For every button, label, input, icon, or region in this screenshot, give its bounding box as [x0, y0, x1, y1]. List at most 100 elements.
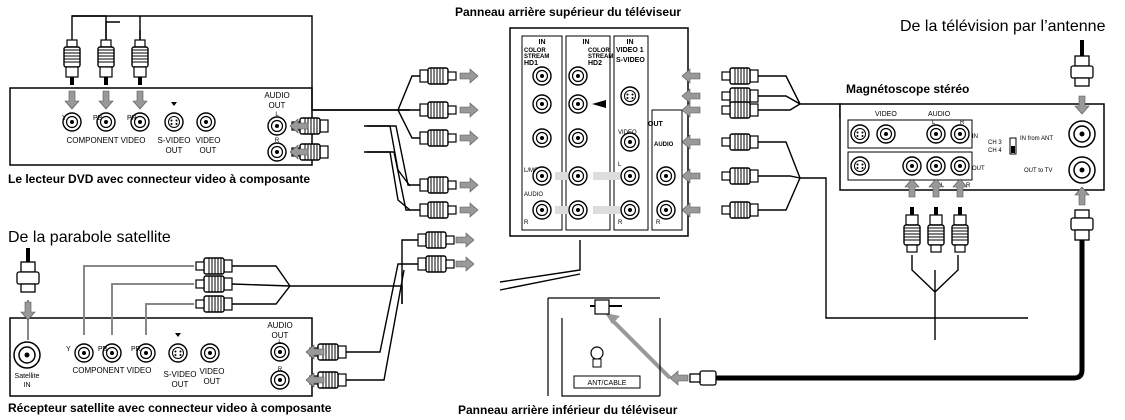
dvd-pr-label: PR [127, 115, 137, 122]
vcr-video-out-jack [902, 156, 922, 176]
sat-video-jack [200, 343, 220, 363]
tv-hd2-pb-jack [568, 94, 588, 114]
vcr-audio-label: AUDIO [928, 111, 951, 118]
tv-r3-label: R [656, 220, 661, 226]
tv-video1-l-jack [620, 166, 640, 186]
dvd-to-tv-wires [312, 75, 420, 211]
tv-out-label: OUT [648, 121, 664, 128]
tv-svideo-label: S-VIDEO [616, 57, 645, 64]
vcr-l-label: L [932, 120, 936, 126]
tv-hd2-label: HD2 [588, 60, 602, 67]
vcr-caption: Magnétoscope stéréo [846, 82, 970, 96]
sat-y-label: Y [66, 346, 71, 353]
vcr-audio-l-in-jack [926, 124, 946, 144]
dvd-player-panel: Y PB PR COMPONENT VIDEO S-VIDEO OUT VIDE… [9, 87, 313, 166]
vcr-output-cables [903, 178, 969, 340]
vcr-out-label: OUT [972, 166, 985, 172]
tv-l-label: L [618, 162, 622, 168]
tv-in1-label: IN [539, 39, 546, 46]
vcr-r-label: R [960, 120, 965, 126]
tv-color2-label: COLOR [588, 48, 610, 54]
dvd-svideo-label: S-VIDEO [158, 136, 191, 145]
dvd-svideo-out-label: OUT [166, 146, 183, 155]
vcr-svideo-in-jack [850, 124, 870, 144]
vcr-svideo-out-jack [850, 156, 870, 176]
satellite-plugs [16, 231, 475, 389]
dvd-y-label: Y [62, 115, 67, 122]
tv-r2-label: R [618, 220, 623, 226]
satellite-label: Satellite [15, 373, 40, 380]
sat-svideo-label: S-VIDEO [164, 370, 197, 379]
vcr-ch4-label: CH 4 [988, 148, 1002, 154]
satellite-in-label: IN [24, 382, 31, 389]
vcr-video-in-jack [876, 124, 896, 144]
tv-hd1-pb-jack [532, 94, 552, 114]
satellite-cables [83, 265, 194, 335]
vcr-r2-label: R [966, 183, 971, 189]
vcr-out-to-tv-label: OUT to TV [1024, 168, 1052, 174]
tv-stream1-label: STREAM [524, 54, 549, 60]
tv-svideo-jack [620, 86, 640, 106]
tv-hd1-y-jack [532, 66, 552, 86]
sat-r-label: R [278, 367, 283, 373]
satellite-caption: Récepteur satellite avec connecteur vide… [8, 401, 332, 415]
vcr-audio-r-out-jack [950, 156, 970, 176]
dvd-component-label: COMPONENT VIDEO [67, 136, 146, 145]
tv-bottom-panel-caption: Panneau arrière inférieur du téléviseur [458, 403, 678, 417]
tv-stream2-label: STREAM [588, 54, 613, 60]
dvd-video-label: VIDEO [196, 136, 221, 145]
satellite-in-jack [13, 341, 41, 369]
tv-video1-jack [620, 132, 640, 152]
tv-hd2-pr-jack [568, 128, 588, 148]
vcr-video-label: VIDEO [875, 111, 897, 118]
vcr-l2-label: L [941, 183, 945, 189]
dvd-video-out-label: OUT [200, 146, 217, 155]
tv-top-panel-caption: Panneau arrière supérieur du téléviseur [455, 5, 682, 19]
dvd-caption: Le lecteur DVD avec connecteur video à c… [8, 172, 311, 186]
sat-pb-label: PB [98, 346, 108, 353]
vcr-ch3-label: CH 3 [988, 140, 1002, 146]
sat-svideo-jack [168, 343, 188, 363]
tv-audio-l-jack [532, 166, 552, 186]
dvd-audio-r-jack [267, 142, 287, 162]
tv-video1-label: VIDEO 1 [616, 47, 644, 54]
vcr-out-to-tv-jack [1068, 156, 1096, 184]
tv-in2-label: IN [583, 39, 590, 46]
sat-video-label: VIDEO [200, 367, 225, 376]
sat-svideo-out-label: OUT [172, 380, 189, 389]
vcr-audio-l-out-jack [926, 156, 946, 176]
dvd-r-label: R [275, 138, 280, 144]
sat-video-out-label: OUT [204, 377, 221, 386]
vcr-in-from-ant-label: IN from ANT [1020, 136, 1053, 142]
tv-bottom-panel: ANT/CABLE [547, 297, 661, 397]
antenna-source-caption: De la télévision par l’antenne [900, 18, 1106, 35]
dvd-l-label: L [275, 112, 279, 118]
dvd-pb-label: PB [93, 115, 103, 122]
dish-source-caption: De la parabole satellite [8, 229, 171, 246]
dvd-audio-out-label: OUT [269, 101, 286, 110]
satellite-receiver-panel: Satellite IN Y PB PR COMPONENT VIDEO S-V… [9, 317, 313, 397]
vcr-panel: VIDEO AUDIO L R IN OUT CH 3 CH 4 IN from… [839, 103, 1105, 191]
dvd-video-jack [196, 112, 216, 132]
dvd-audio-l-jack [267, 116, 287, 136]
dvd-svideo-jack [164, 112, 184, 132]
sat-pr-label: PR [131, 346, 141, 353]
vcr-ant-in-jack [1068, 120, 1096, 148]
sat-l-label: L [278, 340, 282, 346]
tv-left-plugs [419, 67, 479, 219]
tv-audio-label: AUDIO [524, 192, 543, 198]
tv-out-l-jack [656, 166, 676, 186]
tv-audio-r-jack [532, 200, 552, 220]
vcr-audio-r-in-jack [950, 124, 970, 144]
tv-r-label: R [524, 220, 529, 226]
tv-out-r-jack [656, 200, 676, 220]
tv-hd2-y-jack [568, 66, 588, 86]
tv-video1-r-jack [620, 200, 640, 220]
dvd-audio-label: AUDIO [264, 91, 289, 100]
ant-cable-label: ANT/CABLE [588, 380, 627, 387]
sat-audio-r-jack [270, 370, 290, 390]
tv-hd1-pr-jack [532, 128, 552, 148]
tv-color1-label: COLOR [524, 48, 546, 54]
